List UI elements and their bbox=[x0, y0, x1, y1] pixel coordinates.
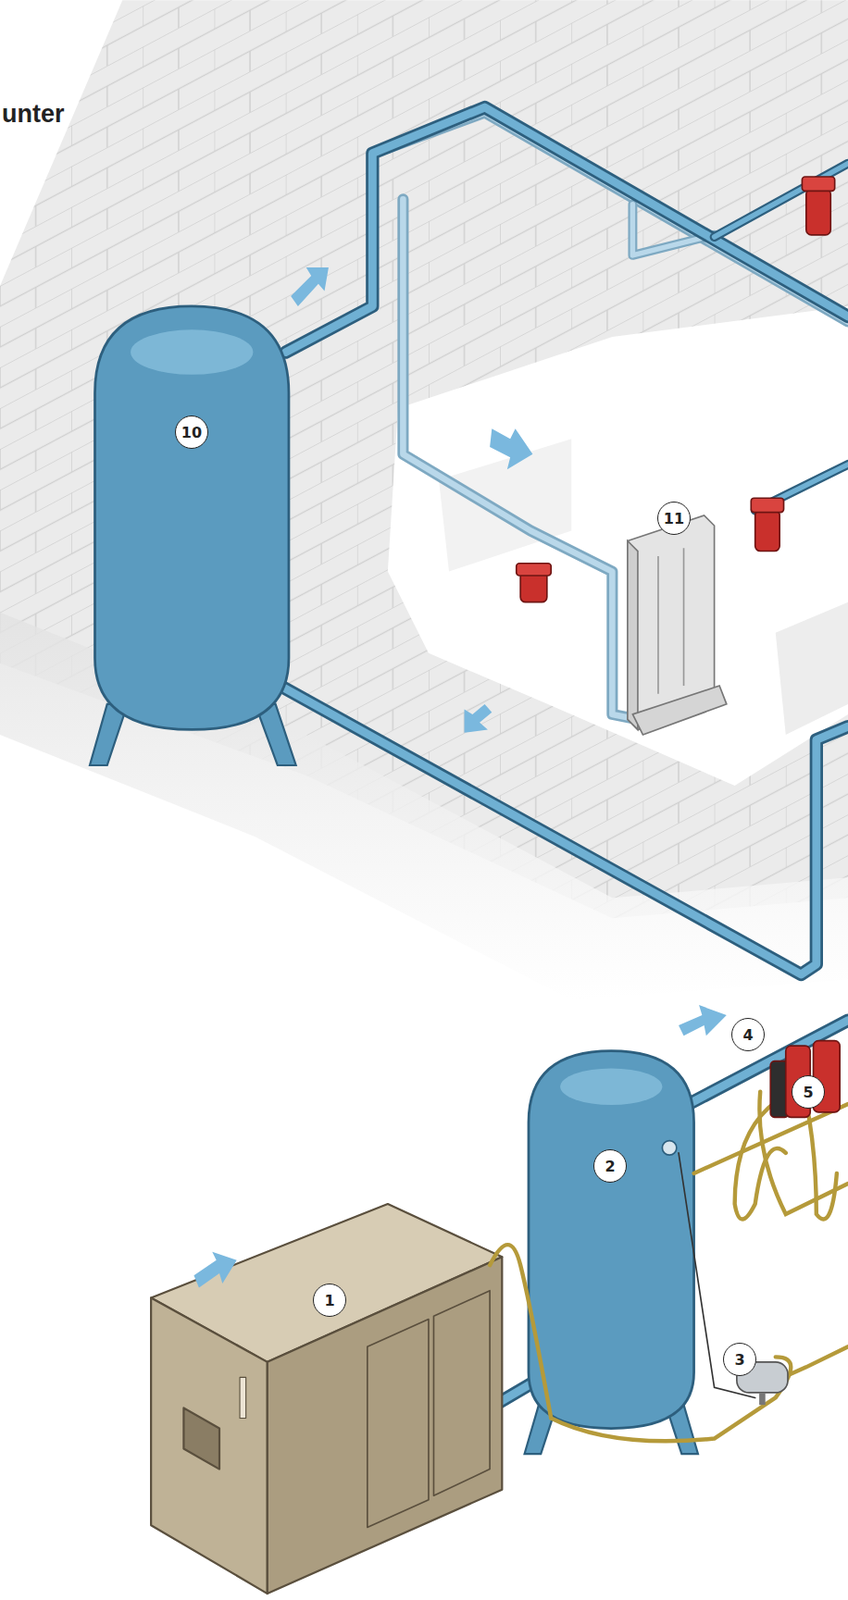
brick-wall bbox=[0, 0, 848, 1000]
compressor bbox=[150, 1204, 502, 1595]
filters bbox=[516, 176, 840, 1118]
back-pipes bbox=[387, 112, 848, 721]
callout-number: 2 bbox=[593, 1149, 627, 1184]
wet-receiver-tank bbox=[524, 1051, 699, 1455]
callout-number: 5 bbox=[791, 1075, 825, 1110]
callout-number: 11 bbox=[657, 501, 691, 536]
dryer-unit bbox=[627, 515, 727, 736]
callout-number: 10 bbox=[174, 415, 209, 449]
callout-number: 3 bbox=[723, 1343, 757, 1377]
callout-number: 1 bbox=[312, 1284, 347, 1318]
heading: unter bbox=[1, 99, 65, 129]
callout-number: 4 bbox=[731, 1018, 765, 1052]
air-receiver-tank bbox=[89, 306, 297, 766]
flow-arrows bbox=[193, 267, 726, 1288]
drain-lines bbox=[489, 1092, 848, 1443]
